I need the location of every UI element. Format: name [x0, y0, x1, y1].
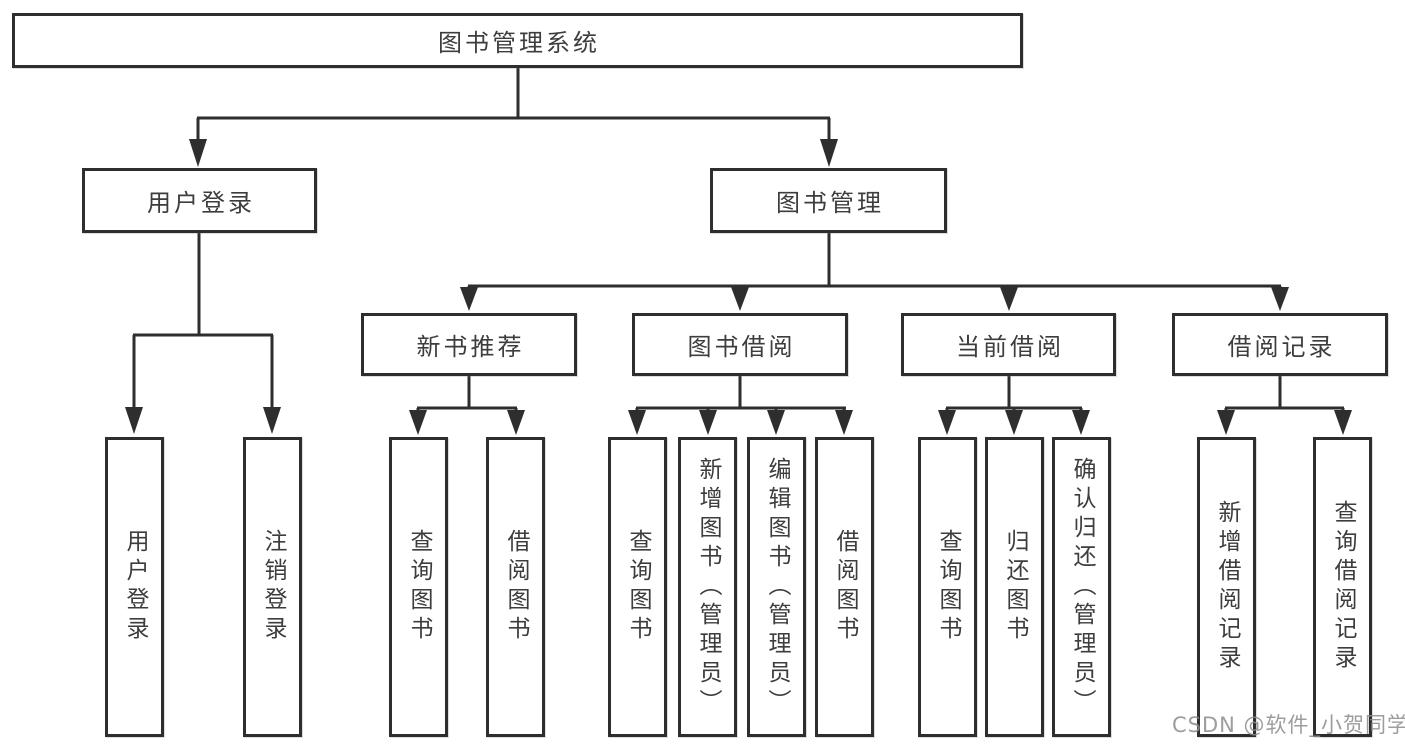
- connector-borrow-records-to-leaves: [1217, 376, 1352, 435]
- connector-new-book-to-leaves: [409, 376, 525, 435]
- leaf-user-login: 用户登录: [105, 437, 164, 737]
- connector-book-borrow-to-leaves: [628, 376, 853, 435]
- leaf-add-book-admin: 新增图书（管理员）: [678, 437, 737, 737]
- csdn-watermark: CSDN @软件_小贺同学: [1172, 713, 1405, 737]
- leaf-borrow-books: 借阅图书: [815, 437, 874, 737]
- leaf-query-books-current: 查询图书: [918, 437, 977, 737]
- node-borrow-records: 借阅记录: [1172, 313, 1388, 376]
- node-library-management-system: 图书管理系统: [12, 13, 1023, 68]
- node-book-borrow: 图书借阅: [632, 313, 848, 376]
- connector-current-borrow-to-leaves: [938, 376, 1090, 435]
- leaf-query-borrow-record: 查询借阅记录: [1313, 437, 1372, 737]
- connector-user-login-to-leaves: [125, 233, 281, 434]
- leaf-add-borrow-record: 新增借阅记录: [1197, 437, 1256, 737]
- connector-root-to-level2: [189, 68, 838, 167]
- leaf-query-books-borrow: 查询图书: [608, 437, 667, 737]
- leaf-query-books-recommend: 查询图书: [389, 437, 448, 737]
- node-book-management: 图书管理: [710, 168, 947, 233]
- leaf-return-book: 归还图书: [985, 437, 1044, 737]
- leaf-logout: 注销登录: [243, 437, 302, 737]
- node-user-login: 用户登录: [82, 168, 317, 233]
- node-current-borrow: 当前借阅: [901, 313, 1116, 376]
- leaf-confirm-return-admin: 确认归还（管理员）: [1052, 437, 1111, 737]
- leaf-borrow-books-recommend: 借阅图书: [486, 437, 545, 737]
- leaf-edit-book-admin: 编辑图书（管理员）: [747, 437, 806, 737]
- connector-book-management-to-level3: [460, 233, 1289, 311]
- node-new-book-recommend: 新书推荐: [361, 313, 577, 376]
